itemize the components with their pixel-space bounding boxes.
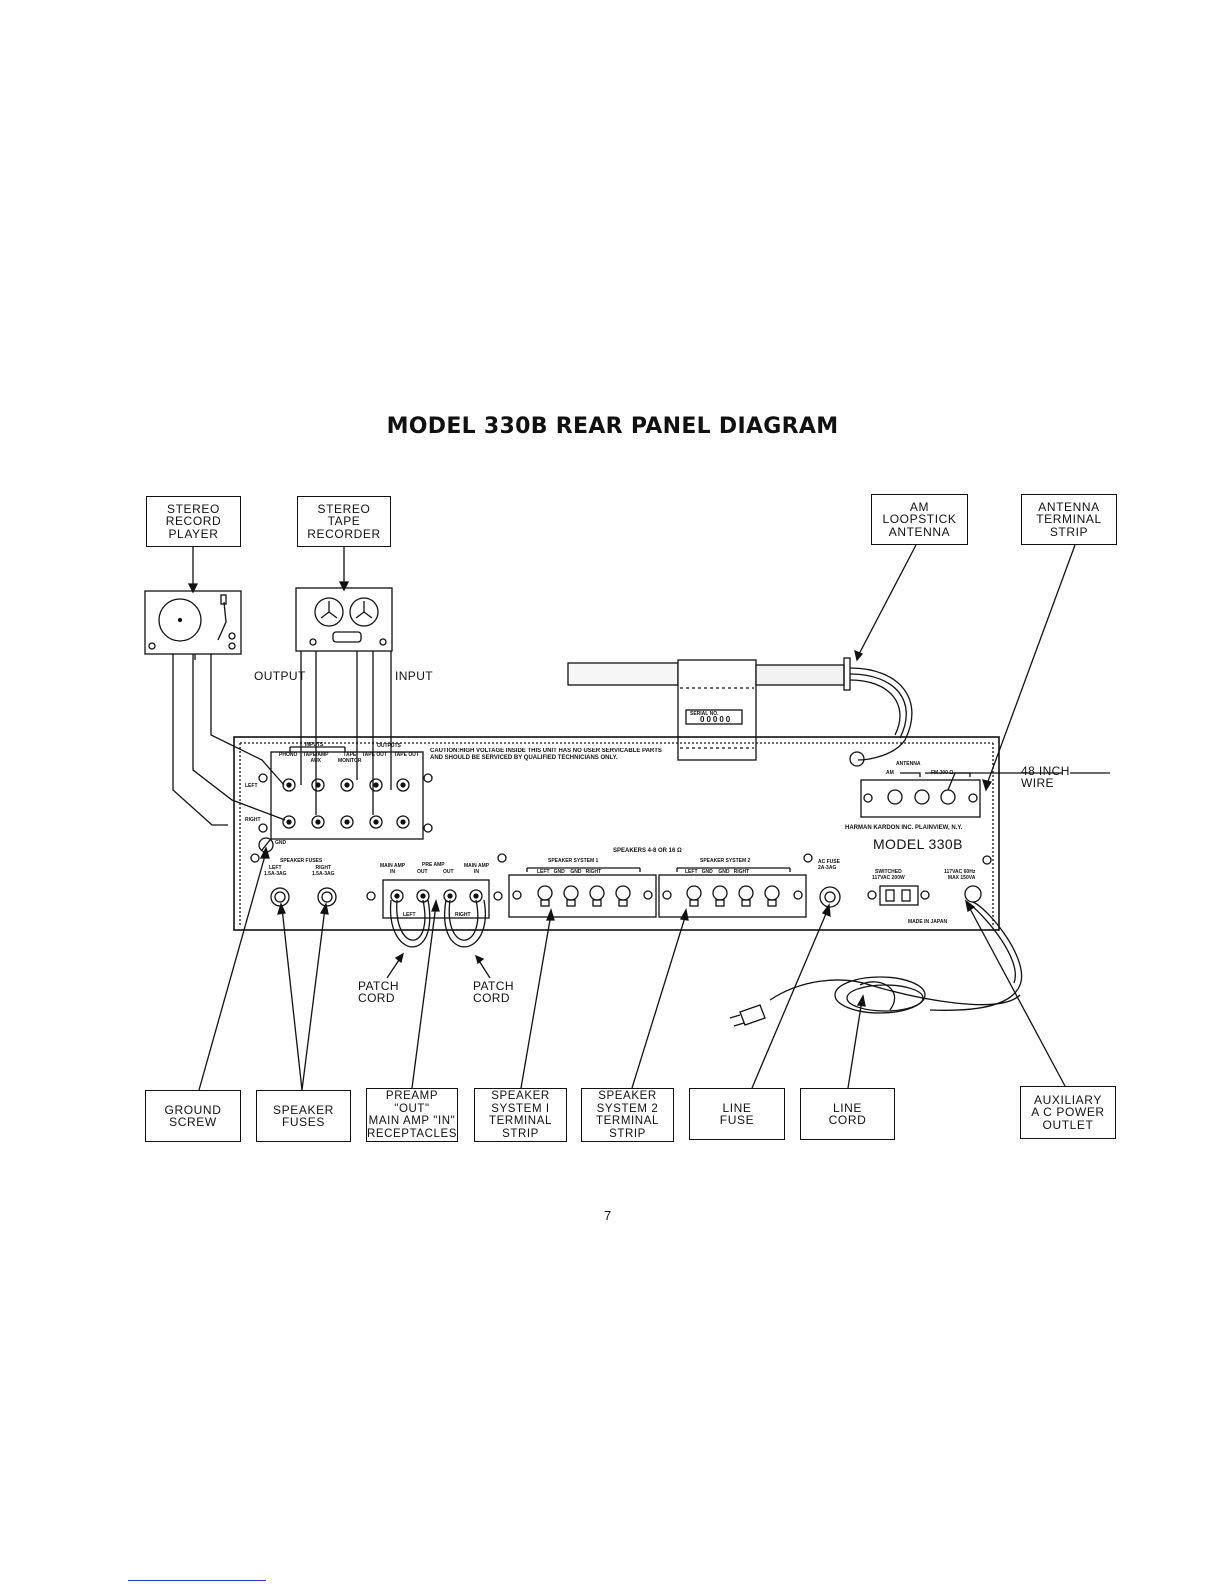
speakers-impedance-label: SPEAKERS 4-8 OR 16 Ω (613, 848, 682, 854)
line-fuse-box: LINE FUSE (689, 1088, 785, 1140)
preamp-receptacles-box: PREAMP "OUT" MAIN AMP "IN" RECEPTACLES (366, 1088, 458, 1142)
speaker-system-1-label: SPEAKER SYSTEM I TERMINAL STRIP (489, 1090, 552, 1140)
tape-out-label: TAPE OUT (362, 752, 387, 758)
patch-cord-left (389, 899, 431, 948)
pre-amp-out-label-1: OUT (417, 869, 428, 875)
serial-number-value: 00000 (700, 715, 733, 724)
ground-screw-box: GROUND SCREW (145, 1090, 241, 1142)
line-cord-label: LINE CORD (828, 1100, 867, 1127)
stereo-tape-recorder-label: STEREO TAPE RECORDER (307, 501, 381, 541)
fuse-left-label: LEFT 1.5A-3AG (264, 865, 287, 877)
pre-amp-out-label-2: OUT (443, 869, 454, 875)
patch-cord-right-label: PATCH CORD (473, 979, 514, 1005)
serial-no-label: SERIAL NO. (690, 711, 719, 717)
speaker-system-1-box: SPEAKER SYSTEM I TERMINAL STRIP (474, 1088, 567, 1142)
input-label: INPUT (395, 669, 433, 683)
loopstick-rod (567, 662, 679, 686)
48-inch-wire-label: 48 INCH WIRE (1021, 764, 1070, 790)
speaker-fuses-panel-label: SPEAKER FUSES (280, 858, 323, 864)
antenna-terminal-strip-label: ANTENNA TERMINAL STRIP (1036, 499, 1102, 539)
ac-fuse-label: AC FUSE 2A-3AG (818, 859, 840, 871)
input-jack-panel (270, 751, 424, 840)
switched-ac-outlet (879, 885, 919, 906)
left-bracket-label: LEFT (403, 912, 416, 918)
antenna-terminal-strip-box: ANTENNA TERMINAL STRIP (1021, 494, 1117, 545)
bottom-link-underline (128, 1580, 266, 1581)
preamp-receptacles-label: PREAMP "OUT" MAIN AMP "IN" RECEPTACLES (366, 1090, 458, 1140)
main-amp-in-label-2: MAIN AMP IN (464, 863, 490, 875)
tape-amp-aux-label: TAPE/AMP AUX (303, 752, 329, 764)
unswitched-outlet-label: 117VAC 60Hz MAX 150VA (944, 869, 976, 881)
fm-panel-label: FM 300 Ω (931, 770, 954, 776)
output-label: OUTPUT (254, 669, 306, 683)
pre-amp-label: PRE AMP (422, 862, 445, 868)
speaker-fuses-label: SPEAKER FUSES (273, 1102, 334, 1129)
stereo-tape-recorder-box: STEREO TAPE RECORDER (297, 496, 391, 547)
maker-label: HARMAN KARDON INC. PLAINVIEW, N.Y. (845, 825, 963, 831)
line-fuse-label: LINE FUSE (719, 1100, 755, 1127)
right-bracket-label: RIGHT (455, 912, 471, 918)
speaker-system-1-columns: LEFT GND GND RIGHT (537, 869, 602, 875)
am-panel-label: AM (886, 770, 894, 776)
speaker-system-1-strip (508, 874, 657, 918)
tape-monitor-label: TAPE MONITOR (338, 752, 362, 764)
caution-text: CAUTION:HIGH VOLTAGE INSIDE THIS UNIT HA… (430, 748, 662, 761)
speaker-system-2-box: SPEAKER SYSTEM 2 TERMINAL STRIP (581, 1088, 674, 1142)
left-channel-label: LEFT (245, 783, 258, 789)
stereo-record-player-label: STEREO RECORD PLAYER (165, 501, 222, 541)
stereo-record-player-box: STEREO RECORD PLAYER (146, 496, 241, 547)
main-amp-in-label-1: MAIN AMP IN (380, 863, 406, 875)
speaker-system-2-columns: LEFT GND GND RIGHT (685, 869, 750, 875)
auxiliary-ac-power-outlet-label: AUXILIARY A C POWER OUTLET (1031, 1092, 1105, 1132)
preamp-jack-panel (382, 879, 490, 919)
fuse-right-label: RIGHT 1.5A-3AG (312, 865, 335, 877)
speaker-system-2-strip (658, 874, 807, 918)
tape-out-label-2: TAPE OUT (394, 752, 419, 758)
line-cord-box: LINE CORD (800, 1088, 895, 1140)
model-label: MODEL 330B (873, 836, 963, 852)
speaker-system-2-panel-label: SPEAKER SYSTEM 2 (700, 858, 751, 864)
right-channel-label: RIGHT (245, 817, 261, 823)
outputs-heading: OUTPUTS (377, 743, 401, 749)
line-cord-drawing (769, 979, 1021, 1006)
rca-jacks (282, 778, 410, 829)
patch-cord-right (444, 899, 486, 948)
antenna-terminal-strip (860, 779, 981, 818)
gnd-label: GND (275, 840, 287, 846)
ground-screw-label: GROUND SCREW (164, 1102, 222, 1129)
speaker-system-2-label: SPEAKER SYSTEM 2 TERMINAL STRIP (596, 1090, 659, 1140)
speaker-fuses-box: SPEAKER FUSES (256, 1090, 351, 1142)
am-loopstick-antenna-box: AM LOOPSTICK ANTENNA (871, 494, 968, 545)
am-loopstick-antenna-label: AM LOOPSTICK ANTENNA (882, 499, 957, 539)
antenna-panel-label: ANTENNA (896, 761, 921, 767)
phono-label: PHONO (279, 752, 298, 758)
page-title: MODEL 330B REAR PANEL DIAGRAM (386, 414, 839, 439)
auxiliary-ac-power-outlet-box: AUXILIARY A C POWER OUTLET (1020, 1086, 1116, 1139)
switched-outlet-label: SWITCHED 117VAC 200W (872, 869, 905, 881)
inputs-heading: INPUTS (305, 742, 324, 748)
patch-cord-left-label: PATCH CORD (358, 979, 399, 1005)
page-number: 7 (604, 1208, 612, 1223)
speaker-system-1-panel-label: SPEAKER SYSTEM 1 (548, 858, 599, 864)
tape-recorder-drawing (295, 587, 393, 652)
made-in-label: MADE IN JAPAN (908, 919, 948, 925)
chassis-panel (233, 736, 1000, 931)
